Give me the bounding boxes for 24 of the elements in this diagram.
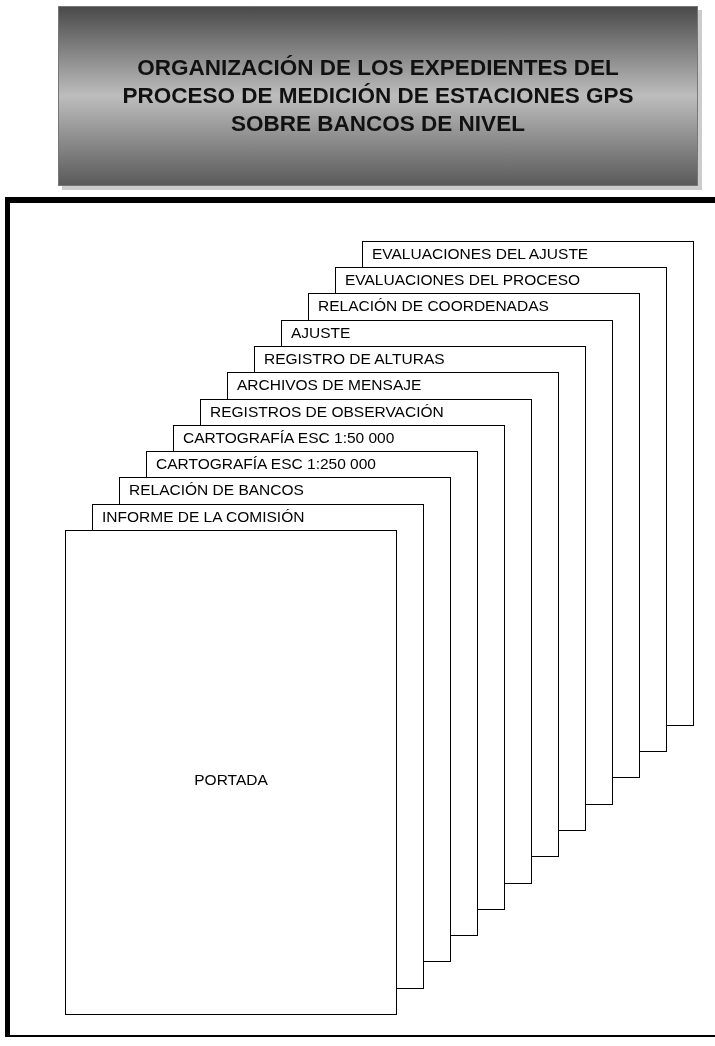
tab-label: REGISTRO DE ALTURAS	[264, 349, 445, 368]
document-sheet	[146, 451, 478, 477]
document-sheet	[335, 267, 667, 292]
tab-label: ARCHIVOS DE MENSAJE	[237, 376, 422, 395]
tab-label: AJUSTE	[291, 323, 351, 342]
cover-label: PORTADA	[193, 771, 269, 789]
document-sheet	[119, 477, 451, 503]
tab-label: EVALUACIONES DEL PROCESO	[345, 271, 581, 289]
document-sheet	[308, 293, 640, 319]
document-sheet	[254, 345, 586, 371]
document-sheet	[200, 398, 532, 424]
tab-label: RELACIÓN DE BANCOS	[129, 481, 304, 500]
document-sheet	[65, 530, 397, 1015]
tab-label: CARTOGRAFÍA ESC 1:50 000	[183, 428, 395, 447]
tab-label: REGISTROS DE OBSERVACIÓN	[210, 402, 444, 421]
tab-label: RELACIÓN DE COORDENADAS	[318, 297, 549, 316]
document-sheet	[173, 424, 505, 450]
tab-label: INFORME DE LA COMISIÓN	[102, 507, 305, 526]
tab-label: EVALUACIONES DEL AJUSTE	[372, 244, 589, 263]
document-sheet	[281, 319, 613, 345]
document-sheet	[227, 372, 559, 398]
document-sheet	[362, 240, 694, 266]
tab-label: CARTOGRAFÍA ESC 1:250 000	[156, 455, 376, 474]
document-sheet	[92, 503, 424, 529]
